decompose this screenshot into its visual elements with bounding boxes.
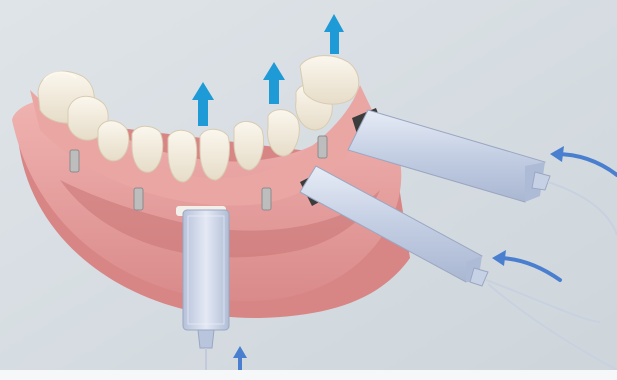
- bottom-band: [0, 370, 617, 380]
